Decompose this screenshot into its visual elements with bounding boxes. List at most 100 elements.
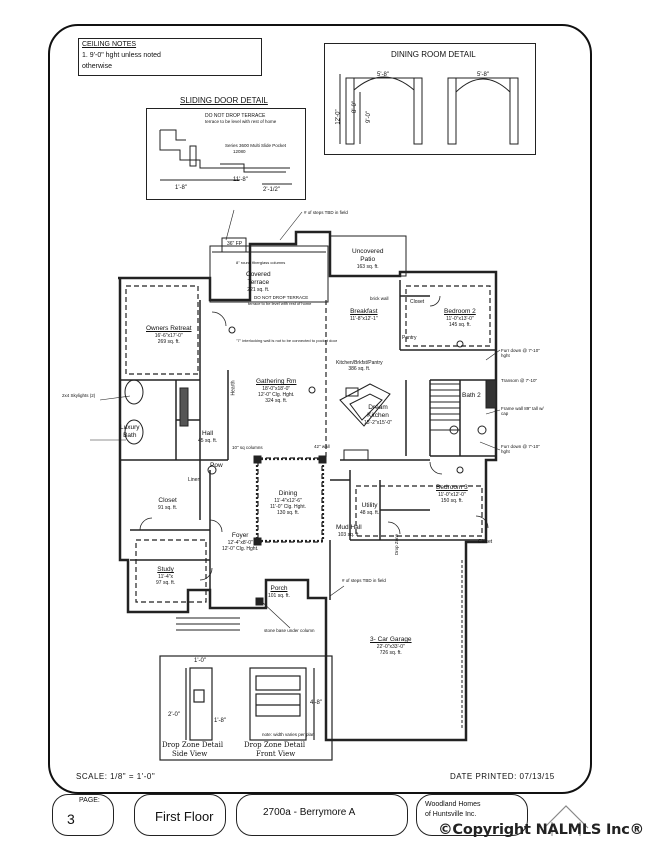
room-hearth: Hearth xyxy=(230,380,237,396)
exterior-walls xyxy=(118,230,498,742)
room-foyer: Foyer 12'-4"x8'-0" 12'-0" Clg. Hght. xyxy=(222,532,259,552)
sliding-detail-section xyxy=(159,129,292,185)
room-breakfast: Breakfast 11'-8"x12'-1" xyxy=(350,308,378,322)
note-skylights: 2x4 Skylights (2) xyxy=(62,393,96,398)
builder-cell: Woodland Homes of Huntsville Inc. xyxy=(416,794,528,836)
floor-cell: First Floor xyxy=(134,794,226,836)
room-linen: Linen xyxy=(188,477,201,483)
sliding-door-detail-box: DO NOT DROP TERRACE terrace to be level … xyxy=(146,108,306,200)
builder-name-1: Woodland Homes xyxy=(425,801,481,808)
interior-walls xyxy=(120,280,496,600)
dining-room-detail-box: DINING ROOM DETAIL 12'-0" 8'-0" 9'-0" 5'… xyxy=(324,43,536,155)
copyright-watermark: ©Copyright NALMLS Inc® xyxy=(438,822,644,838)
note-fireplace: 36" FP xyxy=(227,241,243,247)
room-bath2: Bath 2 xyxy=(462,392,481,399)
room-bedroom-closet-1: Closet xyxy=(410,299,425,305)
room-kitchen-brkfst-pantry: Kitchen/Brkfst/Pantry 386 sq. ft. xyxy=(336,360,383,372)
ceiling-notes-box: CEILING NOTES 1. 9'-0" hght unless noted… xyxy=(78,38,262,76)
room-dining: Dining 11'-4"x12'-6" 11'-0" Clg. Hght. 1… xyxy=(270,490,306,516)
drop-zone-note: note: width varies per plan xyxy=(262,732,315,737)
room-mud-hall: Mud Hall 103 sq. ft. xyxy=(336,524,362,538)
scale-label: SCALE: 1/8" = 1'-0" xyxy=(76,772,156,781)
note-transom: Transom @ 7'-10" xyxy=(501,378,538,383)
furr-down-dashed-lines xyxy=(125,285,491,603)
sliding-dim1: 11'-8" xyxy=(233,177,248,183)
note-42-wall: 42" wall xyxy=(314,444,330,449)
room-pow: Pow xyxy=(210,462,223,469)
covered-terrace-lines xyxy=(209,237,329,303)
drop-zone-detail xyxy=(159,655,333,761)
room-hall: Hall 45 sq. ft. xyxy=(198,430,218,444)
note-stone-base: stone base under column xyxy=(264,628,315,633)
sliding-note2: terrace to be level with rest of home xyxy=(205,119,277,124)
door-swings xyxy=(139,295,489,581)
sliding-dim2: 1'-8" xyxy=(175,185,187,191)
sliding-door-detail-title: SLIDING DOOR DETAIL xyxy=(180,96,268,105)
room-bedroom-closet-2: Closet xyxy=(478,539,493,545)
note-drop-terrace: DO NOT DROP TERRACE xyxy=(254,295,309,300)
note-steps-field-terrace: # of steps TBD in field xyxy=(304,210,348,215)
plan-cell: 2700a - Berrymore A xyxy=(236,794,408,836)
ceiling-notes-line1: 1. 9'-0" hght unless noted xyxy=(82,52,161,59)
builder-name-2: of Huntsville Inc. xyxy=(425,811,477,818)
note-drop-terrace-2: terrace to be level with rest of home xyxy=(248,301,312,306)
note-fiberglass-columns: 8" round fiberglass columns xyxy=(236,260,286,265)
sliding-dim3: 2'-1/2" xyxy=(263,187,280,193)
room-bedroom2: Bedroom 2 11'-0"x13'-0" 145 sq. ft. xyxy=(444,308,476,328)
note-furr-down-1: Furr down @ 7'-10" hght xyxy=(501,348,540,358)
note-furr-down-2: Furr down @ 7'-10" hght xyxy=(501,444,540,454)
room-study: Study 11'-4"x 97 sq. ft. xyxy=(156,566,176,586)
note-sq-columns: 10" sq columns xyxy=(232,445,263,450)
sliding-note3: Series 3600 Multi Slide Pocket xyxy=(225,143,287,148)
drop-zone-front-title: Drop Zone Detail xyxy=(244,741,306,749)
drop-zone-front-sub: Front View xyxy=(256,750,296,758)
page-cell: PAGE: 3 xyxy=(52,794,114,836)
note-frame-wall: Frame wall 89" tall w/ cap xyxy=(501,406,544,416)
room-pantry: Pantry xyxy=(402,335,417,341)
note-steps-field: # of steps TBD in field xyxy=(342,578,386,583)
note-interlocking-wall: "7" interlocking wall is not to be conne… xyxy=(236,338,338,343)
porch-steps xyxy=(176,617,240,631)
note-brick-wall: brick wall xyxy=(370,296,389,301)
page-number: 3 xyxy=(67,811,75,827)
room-owners-retreat: Owners Retreat 16'-6"x17'-0" 269 sq. ft. xyxy=(146,325,192,345)
drop-zone-dim1: 1'-0" xyxy=(194,658,206,664)
dining-detail-arches xyxy=(339,74,519,145)
drop-zone-side-title: Drop Zone Detail xyxy=(162,741,224,749)
uncovered-patio-outline xyxy=(329,235,407,277)
room-gathering: Gathering Rm 18'-0"x18'-0" 12'-0" Clg. H… xyxy=(256,378,297,404)
note-drop-zone: Drop Zone xyxy=(394,533,400,556)
dining-detail-dim-width2: 5'-8" xyxy=(477,72,489,78)
room-porch: Porch 101 sq. ft. xyxy=(268,585,290,599)
room-bedroom3: Bedroom 3 11'-0"x12'-0" 150 sq. ft. xyxy=(436,484,468,504)
tub-fixture xyxy=(124,379,144,405)
room-covered-terrace: Covered Terrace 221 sq. ft. xyxy=(246,271,271,293)
room-uncovered-patio: Uncovered Patio 163 sq. ft. xyxy=(352,248,384,270)
room-luxury-bath: Luxury Bath xyxy=(120,424,140,439)
dining-detail-dim-width1: 5'-8" xyxy=(377,72,389,78)
drop-zone-side-sub: Side View xyxy=(172,750,208,758)
plan-name: 2700a - Berrymore A xyxy=(263,807,356,818)
kitchen-island xyxy=(339,383,391,427)
room-garage: 3- Car Garage 22'-0"x33'-0" 726 sq. ft. xyxy=(370,636,412,656)
drop-zone-dim3: 1'-8" xyxy=(214,718,226,724)
page-label: PAGE: xyxy=(79,797,100,804)
dining-detail-title: DINING ROOM DETAIL xyxy=(391,50,476,59)
drop-zone-dim4: 4'-8" xyxy=(310,700,322,706)
title-block: PAGE: 3 First Floor 2700a - Berrymore A … xyxy=(50,788,590,842)
floor-label: First Floor xyxy=(155,809,214,824)
drop-zone-dim2: 2'-0" xyxy=(168,712,180,718)
date-printed: DATE PRINTED: 07/13/15 xyxy=(450,772,555,781)
stair-treads xyxy=(429,383,461,431)
sliding-note4: 12080 xyxy=(233,149,246,154)
room-owner-closet: Closet 91 sq. ft. xyxy=(158,497,178,511)
room-utility: Utility 48 sq. ft. xyxy=(360,502,380,516)
note-leaders xyxy=(90,209,501,629)
dining-column-perimeter xyxy=(255,457,325,543)
room-dream-kitchen: Dream Kitchen 15'-2"x15'-0" xyxy=(364,404,392,426)
ceiling-notes-line2: otherwise xyxy=(82,63,112,70)
sliding-note1: DO NOT DROP TERRACE xyxy=(205,113,266,119)
ceiling-notes-title: CEILING NOTES xyxy=(82,41,137,48)
house-logo-icon xyxy=(543,805,589,836)
